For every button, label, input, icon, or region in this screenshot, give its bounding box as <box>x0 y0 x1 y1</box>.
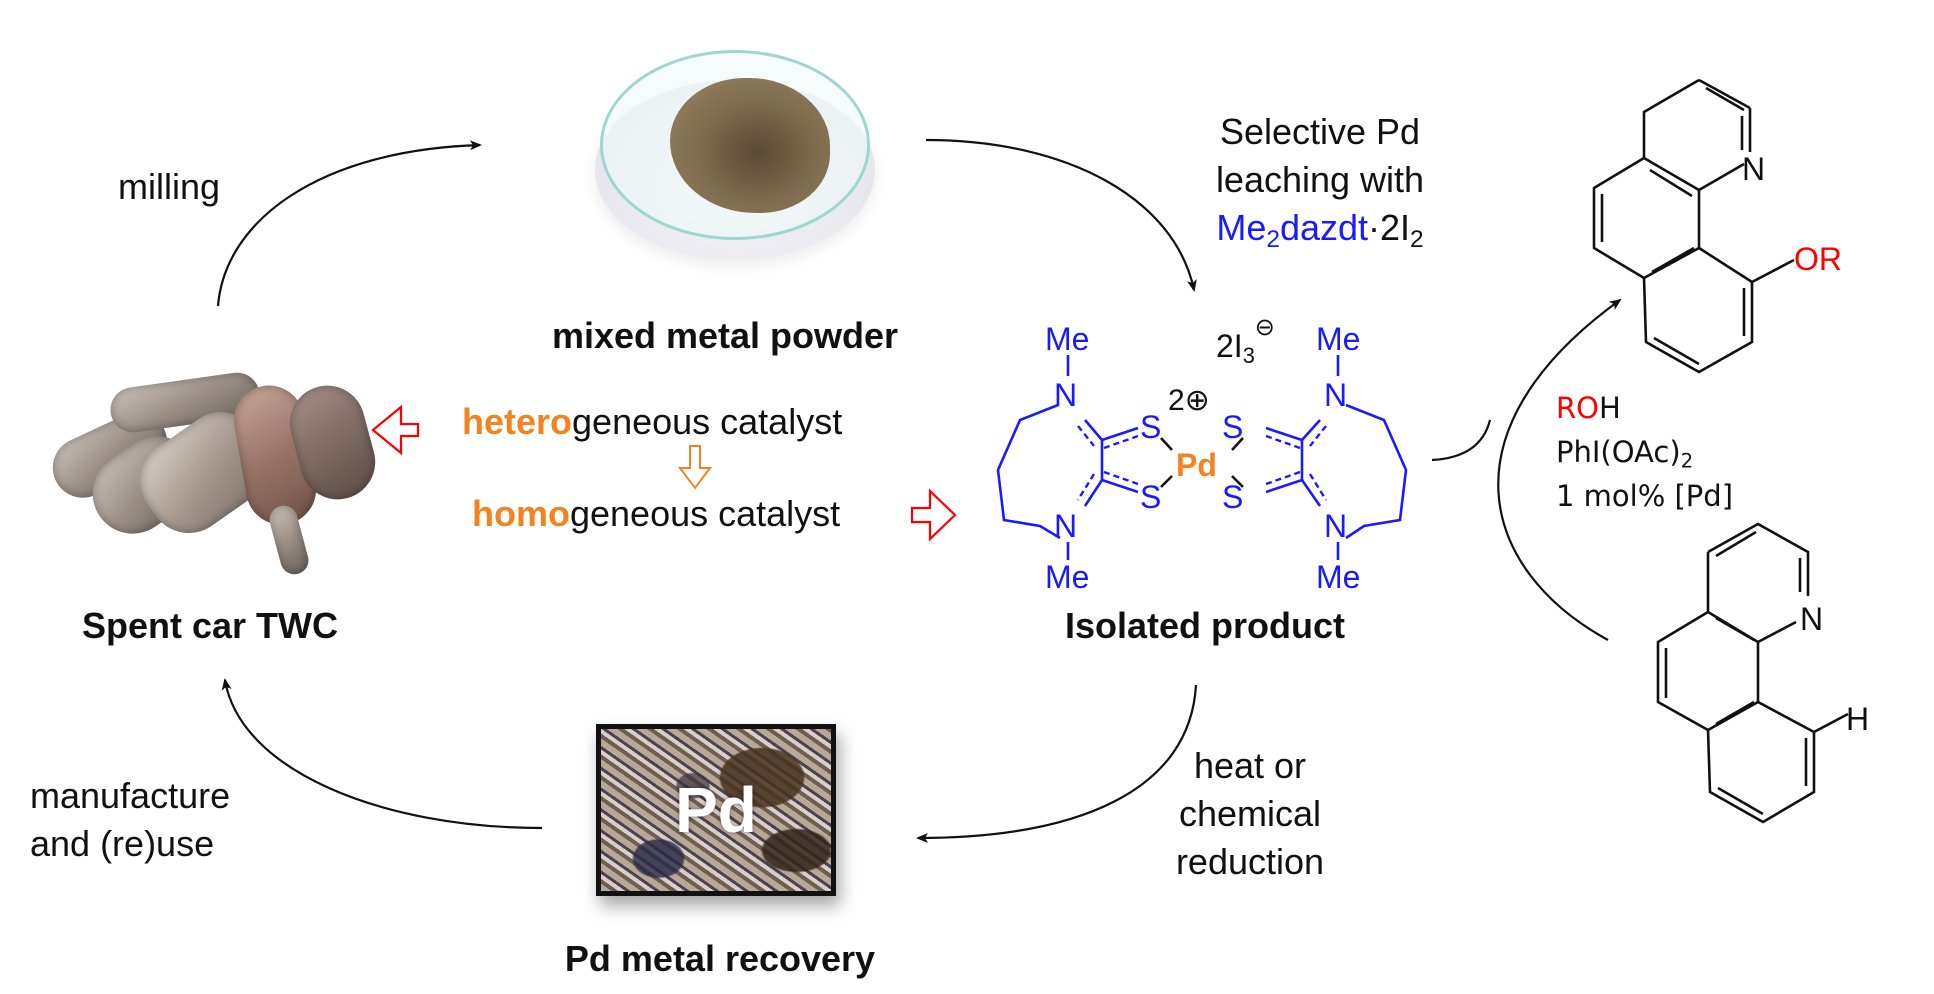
oxidant-text: PhI(OAc) <box>1556 435 1681 469</box>
n-label: N <box>1054 377 1077 413</box>
milling-label: milling <box>118 166 221 207</box>
reagent-sub: 2 <box>1266 225 1280 253</box>
reaction-conditions: ROH PhI(OAc)2 1 mol% [Pd] <box>1556 386 1733 518</box>
heterogeneous-label: heterogeneous catalyst <box>462 398 842 446</box>
reagent-me: Me <box>1216 207 1267 248</box>
hollow-arrow-right-icon <box>910 488 957 542</box>
substrate-structure: N H <box>1656 522 1869 824</box>
pd-recovery-label: Pd metal recovery <box>564 938 876 979</box>
hetero-prefix: hetero <box>462 401 573 442</box>
oxidant-reagent: PhI(OAc)2 <box>1556 430 1733 474</box>
hollow-arrow-down-icon <box>678 445 712 490</box>
catalysis-entry-arrow <box>1431 419 1492 462</box>
metal-powder <box>670 78 830 213</box>
counterion-text: 2I <box>1216 328 1243 364</box>
pd-metal-photo: Pd <box>596 724 836 896</box>
s-label: S <box>1140 479 1161 515</box>
me-label: Me <box>1045 321 1089 357</box>
n-label: N <box>1054 508 1077 544</box>
h-label: H <box>1846 701 1869 737</box>
me-label: Me <box>1045 559 1089 595</box>
reduction-line1: heat or <box>1193 745 1307 786</box>
counterion-sub: 3 <box>1242 343 1255 369</box>
h-part: H <box>1598 391 1621 425</box>
catalysis-cycle-arrow <box>1497 298 1622 641</box>
spent-twc-label: Spent car TWC <box>81 605 339 646</box>
pd-photo-label: Pd <box>675 774 757 846</box>
isolated-product-label: Isolated product <box>1064 605 1346 646</box>
n-label: N <box>1742 151 1765 187</box>
leaching-reagent: Me2dazdt·2I2 <box>1170 204 1470 252</box>
reduction-line3: reduction <box>1175 841 1325 882</box>
reagent-dazdt: dazdt <box>1279 207 1369 248</box>
s-label: S <box>1222 409 1243 445</box>
ro-part: RO <box>1556 391 1599 425</box>
reduction-line2: chemical <box>1178 793 1322 834</box>
reuse-arrow <box>221 678 543 830</box>
s-label: S <box>1222 479 1243 515</box>
milling-arrow <box>216 140 482 307</box>
leaching-arrow <box>925 138 1197 292</box>
mixed-powder-label: mixed metal powder <box>551 315 899 356</box>
leaching-line1: Selective Pd <box>1219 111 1421 152</box>
pd-complex-structure: Me N N Me S S S S Me N N Me Pd 2⊕ <box>996 321 1408 595</box>
counterion-label: 2I3⊖ <box>1216 314 1275 374</box>
homogeneous-label: homogeneous catalyst <box>472 490 840 538</box>
reuse-line2: and (re)use <box>30 823 215 864</box>
product-structure: N OR <box>1592 78 1842 374</box>
me-label: Me <box>1316 321 1360 357</box>
complex-charge: 2⊕ <box>1168 384 1210 417</box>
n-label: N <box>1324 508 1347 544</box>
s-label: S <box>1140 409 1161 445</box>
me-label: Me <box>1316 559 1360 595</box>
reduction-arrow <box>916 684 1198 843</box>
reuse-label: manufacture and (re)use <box>30 772 230 868</box>
homo-prefix: homo <box>472 493 570 534</box>
reduction-label: heat or chemical reduction <box>1150 742 1350 886</box>
catalyst-loading: 1 mol% [Pd] <box>1556 479 1734 513</box>
counterion-charge: ⊖ <box>1254 314 1275 341</box>
leaching-label: Selective Pd leaching with Me2dazdt·2I2 <box>1170 108 1470 252</box>
alcohol-reagent: ROH <box>1556 386 1733 430</box>
reagent-iodine: ·2I <box>1368 207 1411 248</box>
petri-dish-powder-photo <box>590 30 880 270</box>
reuse-line1: manufacture <box>30 775 231 816</box>
hollow-arrow-left-icon <box>371 404 420 456</box>
reagent-iodine-sub: 2 <box>1410 225 1424 253</box>
or-label: OR <box>1794 241 1842 277</box>
homo-suffix: geneous catalyst <box>569 493 841 534</box>
oxidant-sub: 2 <box>1680 449 1694 473</box>
leaching-line2: leaching with <box>1215 159 1425 200</box>
n-label: N <box>1800 601 1823 637</box>
n-label: N <box>1324 377 1347 413</box>
pd-metal-label: Pd <box>1176 447 1217 483</box>
hetero-suffix: geneous catalyst <box>572 401 843 442</box>
